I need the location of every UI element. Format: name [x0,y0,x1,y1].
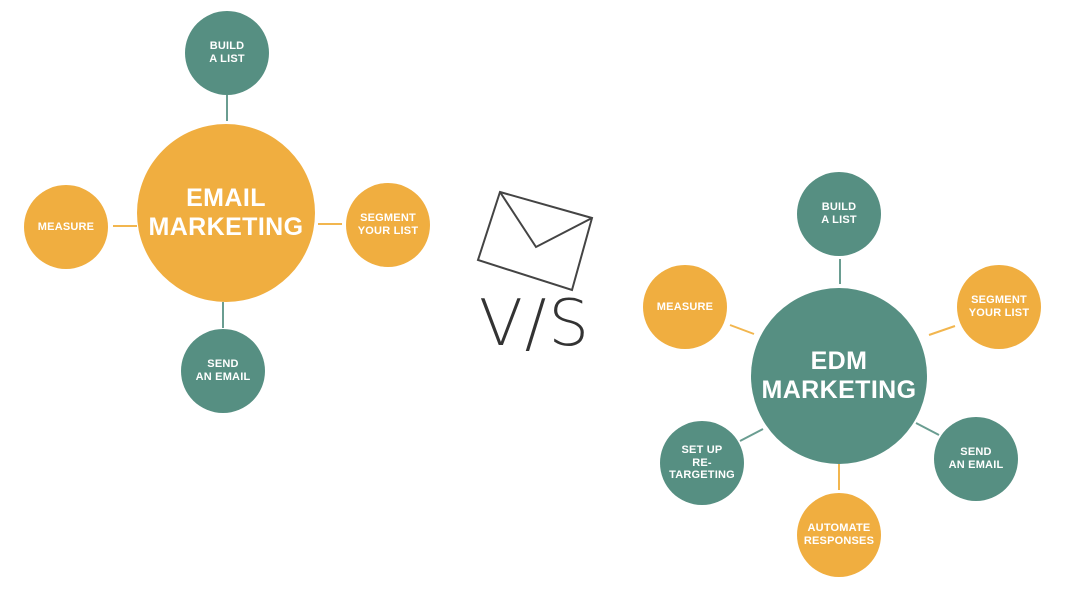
envelope-icon [472,188,598,298]
left-segment-list-node: SEGMENT YOUR LIST [346,183,430,267]
left-build-list-node: BUILD A LIST [185,11,269,95]
left-send-email-node: SEND AN EMAIL [181,329,265,413]
right-retargeting-node: SET UP RE- TARGETING [660,421,744,505]
right-segment-list-node: SEGMENT YOUR LIST [957,265,1041,349]
right-automate-responses-node: AUTOMATE RESPONSES [797,493,881,577]
connector-right-lower-left [739,428,764,442]
right-send-email-node: SEND AN EMAIL [934,417,1018,501]
connector-right-upper-left [729,324,755,335]
email-marketing-center: EMAIL MARKETING [137,124,315,302]
vs-label: V/S [479,287,591,361]
edm-marketing-center: EDM MARKETING [751,288,927,464]
left-measure-node: MEASURE [24,185,108,269]
right-measure-node: MEASURE [643,265,727,349]
connector-right-lower-right [915,422,940,436]
connector-right-upper-right [928,325,956,336]
right-build-list-node: BUILD A LIST [797,172,881,256]
